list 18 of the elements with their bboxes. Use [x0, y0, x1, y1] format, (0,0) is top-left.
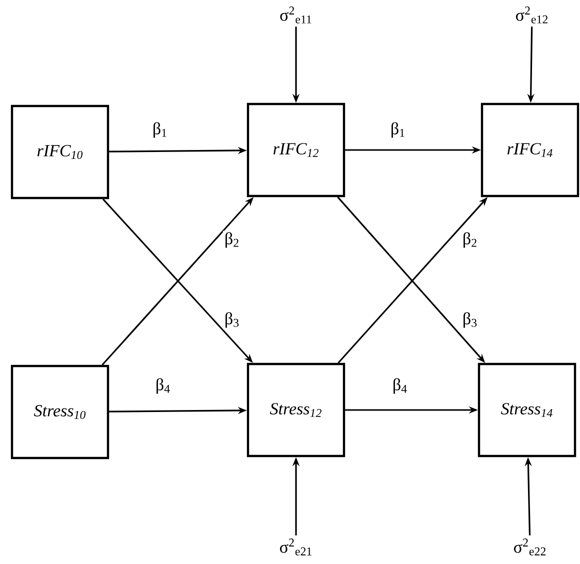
- edge-label: β$_{1}$: [150, 120, 170, 140]
- variable-box: Stress$_{14}$: [478, 362, 576, 458]
- variable-box: Stress$_{10}$: [10, 364, 110, 460]
- error-variance-label: σ$^{2}$e12: [516, 6, 548, 24]
- edge-label: β$_{4}$: [390, 376, 410, 396]
- variable-box: Stress$_{12}$: [246, 362, 346, 458]
- error-variance-label: σ$^{2}$e11: [280, 6, 312, 24]
- error-variance-label: σ$^{2}$e22: [514, 538, 546, 556]
- variable-box: rIFC$_{12}$: [246, 102, 346, 198]
- edge-label: β$_{3}$: [460, 310, 480, 330]
- variable-box: rIFC$_{10}$: [10, 104, 110, 200]
- variable-box: rIFC$_{14}$: [480, 102, 580, 198]
- edge-label: β$_{2}$: [460, 230, 480, 250]
- edge-label: β$_{2}$: [222, 230, 242, 250]
- error-variance-label: σ$^{2}$e21: [280, 538, 312, 556]
- edge-label: β$_{3}$: [222, 310, 242, 330]
- edge-label: β$_{4}$: [154, 376, 172, 396]
- edge-label: β$_{1}$: [388, 120, 408, 140]
